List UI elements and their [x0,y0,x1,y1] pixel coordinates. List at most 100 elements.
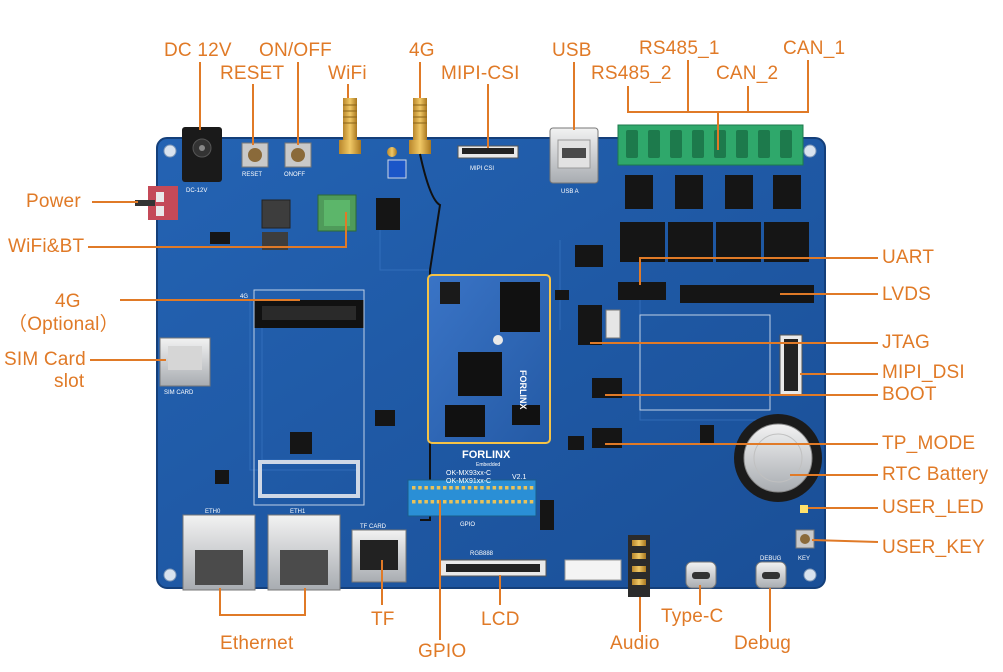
label-dc12v: DC 12V [164,40,232,61]
label-4g-top: 4G [409,40,435,61]
board-version: V2.1 [512,474,527,481]
label-typec: Type-C [661,606,724,627]
gpio-pin [511,486,515,490]
rtc-battery [734,414,822,502]
leader-rs485-2 [627,86,809,113]
gpio-pin [443,486,447,490]
gpio-pin [424,500,428,504]
gpio-pin [498,500,503,504]
gpio-pin [486,500,490,504]
board-brand: FORLINX [462,449,511,461]
gpio-pin [424,486,428,490]
gpio-pin [505,500,509,504]
label-ethernet: Ethernet [220,633,294,654]
silk-onoff: ONOFF [284,172,305,178]
power-switch-part [135,186,178,220]
silk-key: KEY [798,556,810,562]
silk-gpio: GPIO [460,522,475,528]
label-wifi: WiFi [328,63,367,84]
lvds-header [680,285,814,303]
label-onoff: ON/OFF [259,40,332,61]
label-rtc: RTC Battery [882,464,989,485]
gpio-pin [449,486,453,490]
dc-jack [182,127,222,182]
som-brand: FORLINX [518,370,528,410]
gpio-pin [529,486,534,490]
user-led-part [800,505,808,513]
gpio-pin [467,500,472,504]
label-audio: Audio [610,633,660,654]
label-user-led: USER_LED [882,497,984,518]
label-4g-optional-2: （Optional） [8,314,119,335]
gpio-pin [436,486,441,490]
typec-connectors [685,561,787,589]
gpio-pins [412,486,534,504]
gpio-pin [449,500,453,504]
gpio-pin [418,486,422,490]
silk-usb: USB A [561,189,579,195]
gpio-pin [430,500,435,504]
label-mipi-csi: MIPI-CSI [441,63,520,84]
gpio-pin [529,500,534,504]
gpio-pin [492,500,497,504]
gpio-pin [412,486,416,490]
label-user-key: USER_KEY [882,537,985,558]
label-sim-2: slot [54,371,85,392]
fourg-antenna-connector [409,98,442,521]
label-usb: USB [552,40,592,61]
gpio-pin [486,486,490,490]
gpio-pin [480,486,484,490]
board-brand-sub: Embedded [476,462,500,468]
label-rs485-2: RS485_2 [591,63,672,84]
gpio-pin [461,500,466,504]
gpio-pin [517,500,521,504]
boot-switch [592,378,622,398]
leader-user-key [811,539,879,543]
silk-reset: RESET [242,172,262,178]
jtag-header [578,305,602,345]
label-jtag: JTAG [882,332,930,353]
label-wifibt: WiFi&BT [8,236,85,257]
label-tp-mode: TP_MODE [882,433,976,454]
label-power: Power [26,191,81,212]
label-can-1: CAN_1 [783,38,846,59]
gpio-pin [511,500,515,504]
gpio-pin [455,500,459,504]
reset-button-part [241,142,269,168]
misc-chips [210,232,714,530]
leader-wifibt [88,212,347,248]
silk-mipi: MIPI CSI [470,166,494,172]
wifi-antenna-connector [339,98,361,154]
label-4g-optional-1: 4G [55,291,81,312]
gpio-pin [523,486,528,490]
leader-uart [639,257,878,285]
gpio-pin [517,486,521,490]
gpio-pin [461,486,466,490]
label-mipi-dsi: MIPI_DSI [882,362,965,383]
label-debug: Debug [734,633,791,654]
board-model-1: OK-MX93xx-C [446,470,491,477]
gpio-header-part [407,479,537,517]
label-lcd: LCD [481,609,520,630]
board-model-2: OK-MX91xx-C [446,478,491,485]
label-sim-1: SIM Card [4,349,86,370]
silk-lcd: RGB888 [470,551,494,557]
leader-lines [88,60,879,640]
label-rs485-1: RS485_1 [639,38,720,59]
gpio-pin [474,486,478,490]
ethernet-jacks [182,514,341,591]
leader-ethernet [219,588,306,616]
silk-tf: TF CARD [360,524,387,530]
silk-debug: DEBUG [760,556,782,562]
silk-dc: DC-12V [186,188,207,194]
label-tf: TF [371,609,395,630]
label-gpio: GPIO [418,641,467,662]
label-reset: RESET [220,63,285,84]
tf-slot-part [351,529,407,583]
silk-sim: SIM CARD [164,390,194,396]
gpio-pin [412,500,416,504]
terminal-block [617,124,804,166]
onoff-button-part [284,142,312,168]
